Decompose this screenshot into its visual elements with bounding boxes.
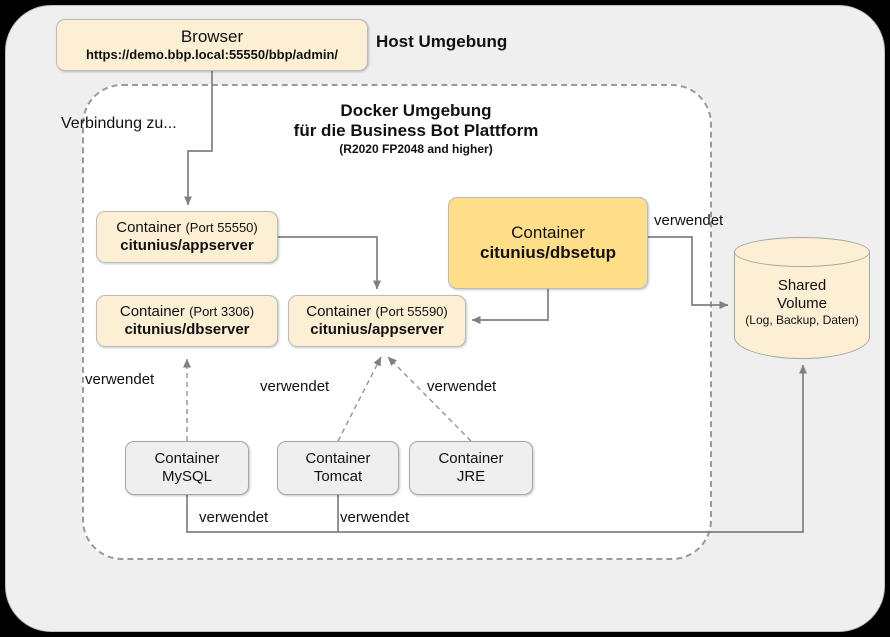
edge-label-browser-connection: Verbindung zu... (61, 115, 177, 132)
container-title: Container (Port 3306) (119, 303, 255, 321)
edge-mysql-to-volume (186, 364, 807, 533)
edge-dbsetup-to-appserver55590 (471, 289, 549, 324)
edge-label-jre-uses: verwendet (427, 378, 497, 395)
edge-dbsetup-to-volume (648, 236, 729, 309)
browser-node[interactable]: Browser https://demo.bbp.local:55550/bbp… (56, 19, 368, 71)
edge-label-mysql-uses: verwendet (85, 371, 155, 388)
container-name: Tomcat (313, 468, 363, 485)
container-title: Container (Port 55550) (116, 219, 258, 237)
docker-title-version: (R2020 FP2048 and higher) (339, 142, 493, 156)
port-label: (Port 55590) (375, 304, 448, 320)
container-tomcat[interactable]: Container Tomcat (277, 441, 399, 495)
edge-jre-to-appserver55590 (387, 356, 472, 442)
container-name: MySQL (161, 468, 212, 485)
edge-browser-to-appserver55550 (184, 71, 213, 206)
host-environment-title: Host Umgebung (376, 32, 508, 51)
volume-line1: Shared (777, 277, 827, 294)
volume-line2: Volume (776, 295, 828, 312)
container-title: Container (438, 450, 504, 468)
container-image: citunius/dbserver (124, 321, 250, 338)
container-image: citunius/appserver (310, 321, 444, 338)
shared-volume-node[interactable]: Shared Volume (Log, Backup, Daten) (734, 237, 870, 359)
edge-appserver55550-to-appserver55590 (278, 236, 381, 290)
container-appserver-55590[interactable]: Container (Port 55590) citunius/appserve… (288, 295, 466, 347)
container-appserver-55550[interactable]: Container (Port 55550) citunius/appserve… (96, 211, 278, 263)
port-label: (Port 55550) (185, 220, 258, 236)
container-image: citunius/appserver (120, 237, 254, 254)
container-mysql[interactable]: Container MySQL (125, 441, 249, 495)
container-dbserver-3306[interactable]: Container (Port 3306) citunius/dbserver (96, 295, 278, 347)
edge-label-tomcat-uses: verwendet (260, 378, 330, 395)
port-label: (Port 3306) (189, 304, 255, 320)
cylinder-body (734, 251, 870, 359)
shared-volume-label: Shared Volume (Log, Backup, Daten) (734, 277, 870, 327)
browser-url: https://demo.bbp.local:55550/bbp/admin/ (85, 47, 339, 63)
container-title: Container (Port 55590) (306, 303, 448, 321)
docker-title-line1: Docker Umgebung (340, 101, 492, 120)
cylinder-top-ellipse (734, 237, 870, 267)
edge-label-dbsetup-uses-volume: verwendet (654, 212, 724, 229)
edge-label-tomcat-uses-volume: verwendet (340, 509, 410, 526)
container-title: Container (511, 222, 585, 242)
edge-label-mysql-uses-volume: verwendet (199, 509, 269, 526)
container-dbsetup[interactable]: Container citunius/dbsetup (448, 197, 648, 289)
container-jre[interactable]: Container JRE (409, 441, 533, 495)
volume-line3: (Log, Backup, Daten) (745, 313, 859, 327)
container-name: JRE (456, 468, 486, 485)
container-title: Container (154, 450, 220, 468)
container-image: citunius/dbsetup (480, 243, 616, 262)
edge-tomcat-to-appserver55590 (337, 356, 382, 442)
browser-label: Browser (180, 27, 244, 47)
docker-environment-title: Docker Umgebung für die Business Bot Pla… (236, 101, 596, 156)
docker-title-line2: für die Business Bot Plattform (293, 121, 539, 140)
container-title: Container (305, 450, 371, 468)
